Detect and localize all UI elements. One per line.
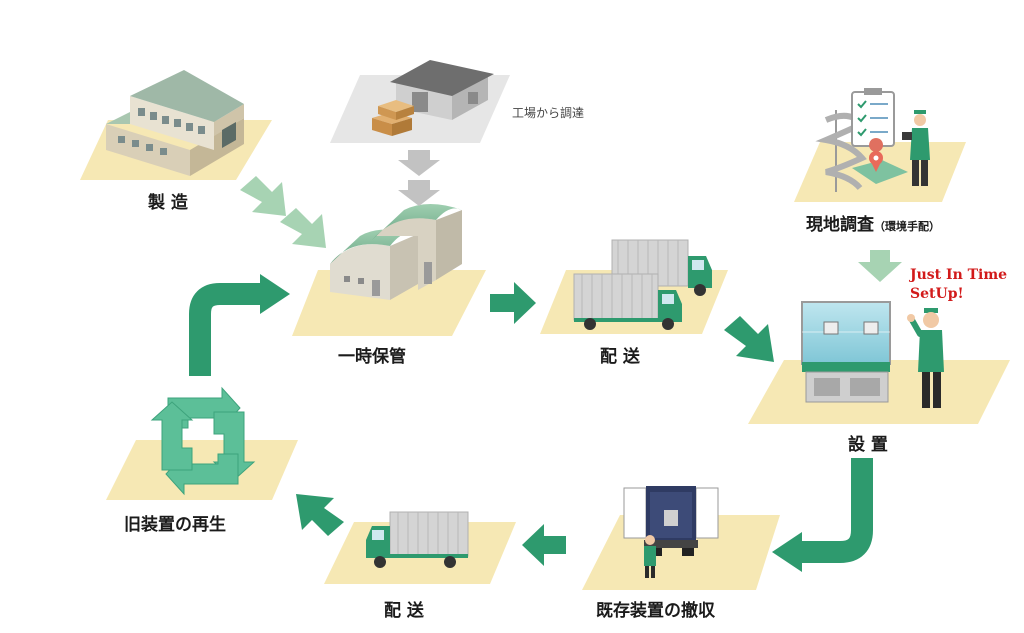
arrow-manufacturing-1 (240, 176, 286, 216)
label-manufacturing: 製 造 (148, 193, 188, 213)
truck-unloading-icon (623, 486, 719, 578)
label-delivery-top: 配 送 (600, 347, 640, 367)
label-removal: 既存装置の撤収 (596, 601, 715, 621)
arrow-removal-to-delivery (522, 524, 566, 566)
warehouse-with-boxes-icon (372, 60, 494, 136)
arrow-installation-to-removal (772, 458, 873, 572)
label-installation: 設 置 (848, 435, 888, 455)
two-trucks-icon (573, 239, 712, 330)
label-site-survey-note: （環境手配） (874, 220, 940, 233)
arrow-storage-to-delivery (490, 282, 536, 324)
label-site-survey-main: 現地調査 (806, 215, 874, 235)
equipment-unit-with-worker-icon (801, 301, 944, 408)
arrow-regeneration-to-storage (189, 274, 290, 376)
arrow-manufacturing-2 (280, 208, 326, 248)
arrow-procurement-down-2 (398, 180, 440, 206)
label-regeneration: 旧装置の再生 (124, 515, 226, 535)
factory-building-icon (106, 70, 244, 176)
jit-callout-line2: SetUp! (910, 286, 964, 302)
jit-callout: Just In Time SetUp! (910, 266, 1007, 304)
storage-sheds-icon (330, 204, 462, 300)
recycle-icon (150, 386, 256, 496)
label-factory-procurement: 工場から調達 (512, 106, 585, 120)
label-site-survey: 現地調査（環境手配） (806, 210, 940, 235)
jit-callout-line1: Just In Time (910, 267, 1008, 283)
arrow-delivery-to-regeneration (296, 494, 344, 536)
truck-icon (366, 511, 469, 568)
arrow-delivery-to-installation (724, 316, 774, 362)
label-temporary-storage: 一時保管 (338, 347, 406, 367)
checklist-and-worker-icon (815, 88, 930, 192)
arrow-survey-down (858, 250, 902, 282)
arrow-procurement-down-1 (398, 150, 440, 176)
label-delivery-bottom: 配 送 (384, 601, 424, 621)
